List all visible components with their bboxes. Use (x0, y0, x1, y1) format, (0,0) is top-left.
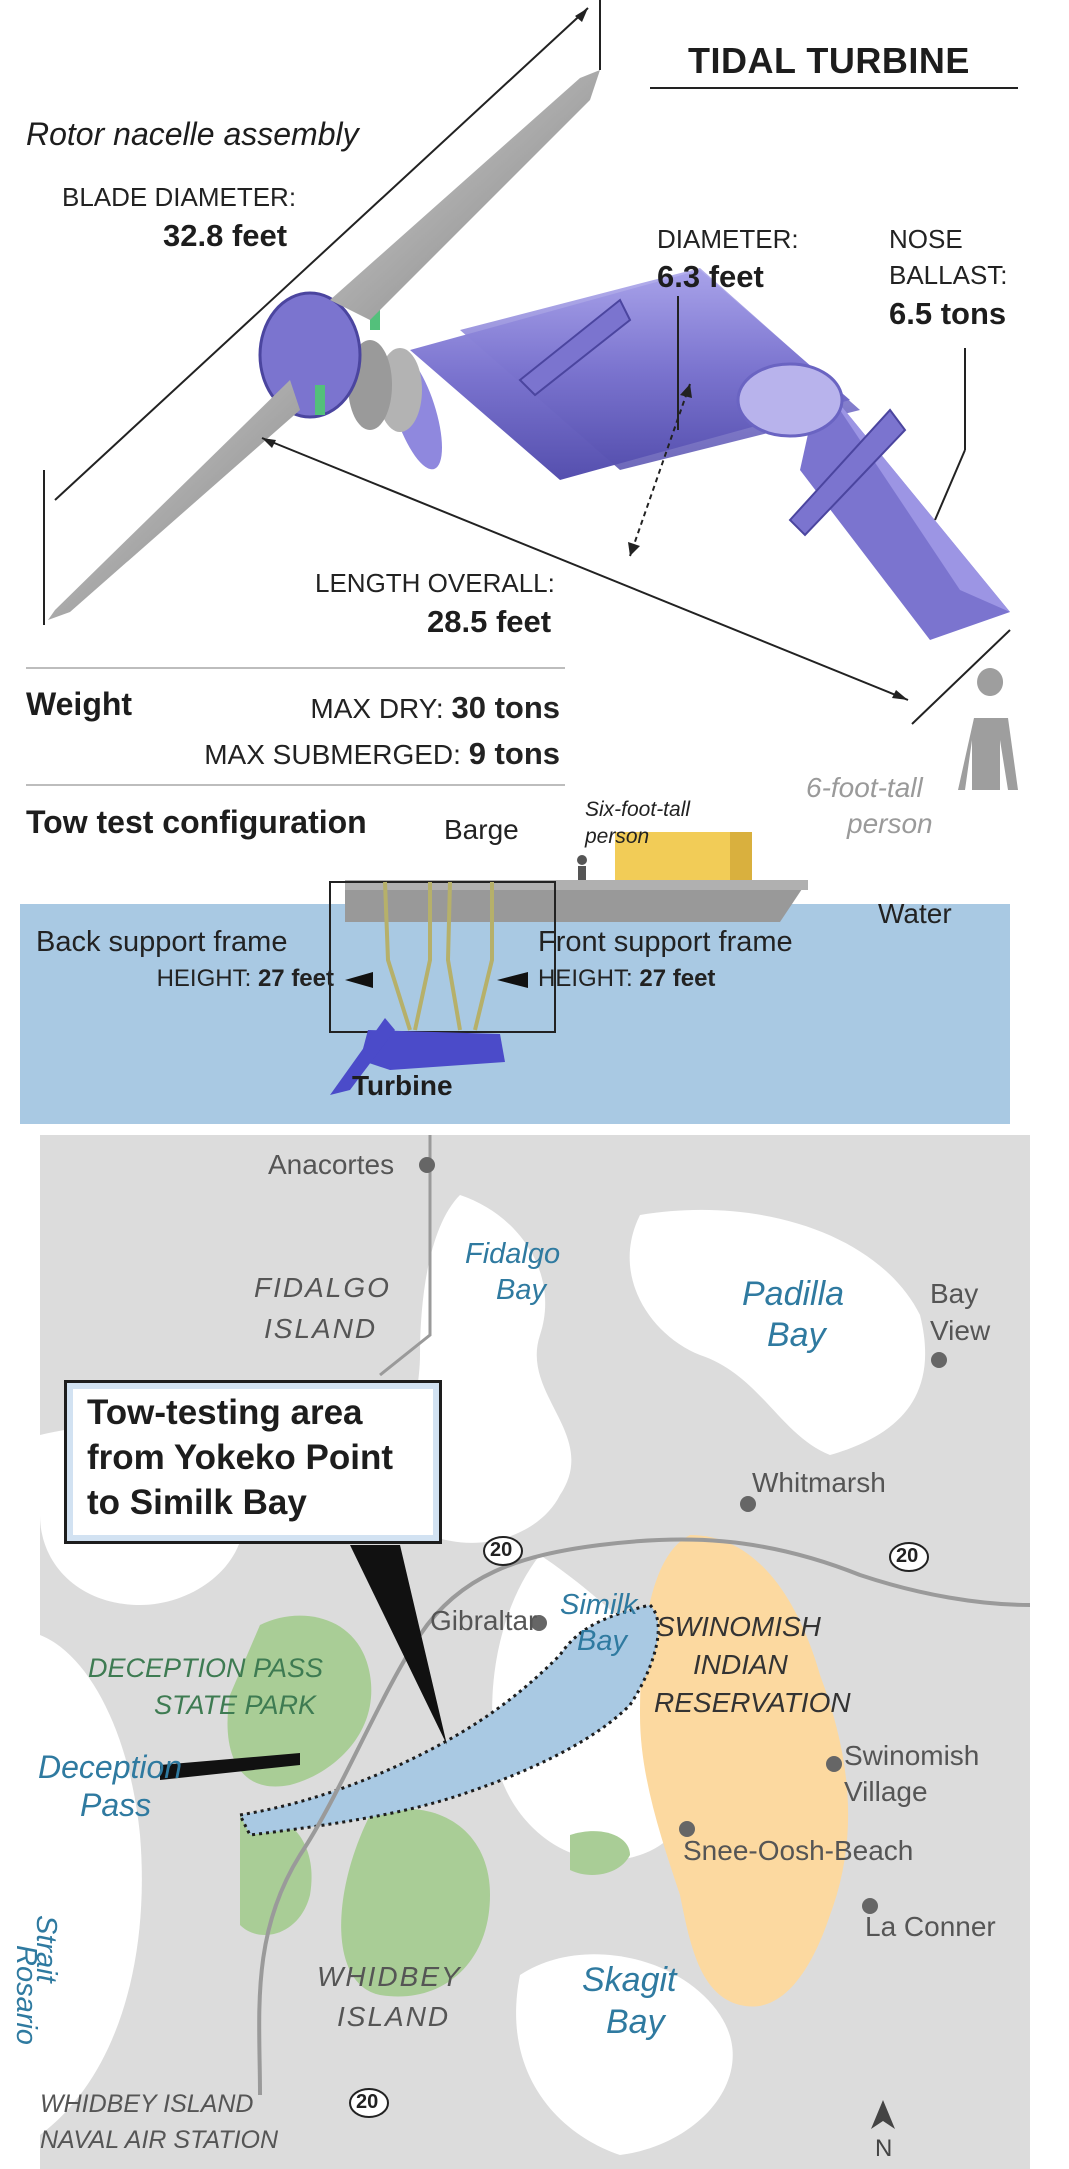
front-height-label: HEIGHT: (538, 965, 633, 992)
tow-area-callout: Tow-testing area from Yokeko Point to Si… (64, 1380, 442, 1544)
north-label: N (875, 2135, 893, 2162)
deception-pointer (160, 1753, 300, 1780)
back-frame-label: Back support frame (36, 926, 288, 958)
place-la-conner: La Conner (865, 1911, 996, 1942)
nose-label-2: BALLAST: (889, 260, 1008, 290)
weight-dry-value: 30 tons (451, 690, 560, 725)
back-height-value: 27 feet (257, 965, 334, 992)
tow-person-1: Six-foot-tall (585, 798, 691, 821)
place-padilla-1: Padilla (742, 1275, 845, 1313)
place-deception-park-1: DECEPTION PASS (88, 1653, 324, 1683)
callout-pointer (350, 1545, 447, 1745)
route-shield-label-3: 20 (356, 2091, 379, 2113)
map-illustration (0, 1135, 1069, 2169)
barge-label: Barge (444, 814, 519, 845)
route-shield-label-2: 20 (896, 1545, 919, 1567)
place-gibraltar: Gibraltar (430, 1605, 538, 1636)
deception-pass-park-area (227, 1615, 372, 1787)
place-swinomish-1: SWINOMISH (656, 1611, 821, 1642)
place-rosario-2: Strait (30, 1915, 62, 1983)
place-fidalgo-bay-2: Bay (496, 1274, 546, 1306)
place-anacortes: Anacortes (268, 1149, 395, 1180)
front-frame-label: Front support frame (538, 926, 793, 958)
place-skagit-2: Bay (606, 2003, 665, 2041)
length-value: 28.5 feet (427, 604, 552, 639)
place-naval-1: WHIDBEY ISLAND (40, 2090, 254, 2118)
turbine-diagram: TIDAL TURBINE Rotor nacelle assembly BLA… (0, 0, 1069, 839)
place-swin-village-2: Village (844, 1776, 928, 1807)
place-fidalgo-bay-1: Fidalgo (465, 1238, 561, 1270)
weight-sub-label: MAX SUBMERGED: (204, 739, 461, 770)
place-padilla-2: Bay (767, 1316, 826, 1354)
length-label: LENGTH OVERALL: (315, 568, 555, 598)
place-naval-2: NAVAL AIR STATION (40, 2126, 279, 2154)
route-20-road (257, 1537, 1031, 2096)
blade-value: 32.8 feet (163, 218, 288, 253)
weight-dry-label: MAX DRY: (310, 693, 444, 724)
place-similk-2: Bay (577, 1625, 627, 1657)
diameter-value: 6.3 feet (657, 259, 764, 294)
fidalgo-bay-water (404, 1195, 572, 1543)
weight-dry: MAX DRY: 30 tons (310, 690, 560, 726)
nose-value: 6.5 tons (889, 296, 1007, 331)
place-whitmarsh: Whitmarsh (752, 1467, 886, 1498)
person-label-1: 6-foot-tall (806, 772, 923, 803)
place-bay-view-2: View (930, 1315, 991, 1346)
place-swin-village-1: Swinomish (844, 1740, 980, 1771)
place-whidbey-2: ISLAND (337, 2001, 451, 2032)
callout-line-1: Tow-testing area (87, 1393, 363, 1432)
title: TIDAL TURBINE (688, 40, 970, 81)
tow-heading: Tow test configuration (26, 804, 367, 840)
callout-line-3: to Similk Bay (87, 1483, 307, 1522)
tow-person-2: person (585, 825, 650, 848)
place-swinomish-2: INDIAN (693, 1649, 788, 1680)
callout-line-2: from Yokeko Point (87, 1438, 393, 1477)
tow-illustration (20, 832, 1010, 1124)
place-swinomish-3: RESERVATION (654, 1687, 851, 1718)
blade-label: BLADE DIAMETER: (62, 182, 297, 212)
weight-submerged: MAX SUBMERGED: 9 tons (204, 736, 560, 772)
weight-heading: Weight (26, 686, 133, 722)
back-frame-height: HEIGHT: 27 feet (157, 965, 334, 993)
skagit-bay-water (516, 1954, 733, 2155)
map: Tow-testing area from Yokeko Point to Si… (0, 1135, 1069, 2169)
weight-sub-value: 9 tons (468, 736, 560, 771)
rosario-strait-water (40, 1635, 142, 2135)
barge-house (615, 832, 750, 880)
place-fidalgo-island-1: FIDALGO (254, 1272, 391, 1303)
place-fidalgo-island-2: ISLAND (264, 1313, 378, 1344)
person-label-2: person (847, 808, 933, 839)
water-label: Water (878, 898, 952, 929)
rotor-label: Rotor nacelle assembly (26, 116, 359, 152)
nose-label-1: NOSE (889, 224, 963, 254)
place-snee-oosh: Snee-Oosh-Beach (683, 1835, 914, 1866)
place-deception-pass-1: Deception (38, 1749, 183, 1785)
front-height-value: 27 feet (639, 965, 716, 992)
tow-testing-area (237, 1603, 660, 1837)
turbine-label: Turbine (352, 1070, 453, 1101)
place-deception-park-2: STATE PARK (154, 1690, 317, 1720)
place-deception-pass-2: Pass (80, 1787, 152, 1823)
diameter-label: DIAMETER: (657, 224, 799, 254)
tow-test-diagram: Tow test configuration Barge Six-foot-ta… (0, 790, 1069, 1135)
place-bay-view-1: Bay (930, 1278, 979, 1309)
water-area (20, 904, 1010, 1124)
place-similk-1: Similk (560, 1589, 638, 1621)
turbine-illustration (26, 0, 1018, 790)
place-whidbey-1: WHIDBEY (317, 1961, 462, 1992)
back-height-label: HEIGHT: (156, 965, 252, 992)
front-frame-height: HEIGHT: 27 feet (538, 965, 715, 993)
swinomish-reservation-area (640, 1535, 849, 2007)
route-shield-label-1: 20 (490, 1539, 513, 1561)
place-skagit-1: Skagit (582, 1961, 677, 1999)
padilla-bay-water (629, 1209, 926, 1455)
